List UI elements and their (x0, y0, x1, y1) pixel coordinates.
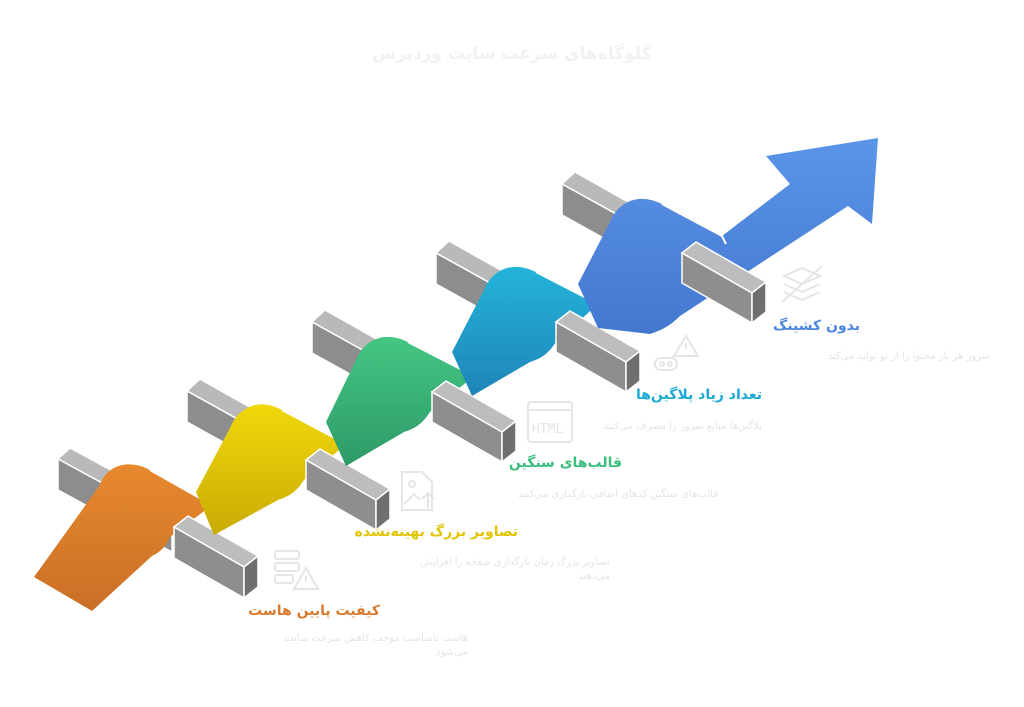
bottleneck-stage-1 (34, 447, 260, 611)
step-5-description: سرور هر بار محتوا را از نو تولید می‌کند (827, 351, 990, 362)
bottleneck-stage-2 (185, 378, 392, 535)
server-warning-icon (274, 550, 320, 590)
bottleneck-stage-3 (310, 309, 518, 466)
step-1-label: کیفیت پایین هاست (248, 603, 380, 619)
ribbon-1 (34, 464, 212, 611)
svg-text:HTML: HTML (532, 422, 563, 437)
step-3-description: قالب‌های سنگین کدهای اضافی بارگذاری می‌ک… (518, 489, 718, 500)
bottleneck-stage-4 (434, 240, 642, 396)
step-3-label: قالب‌های سنگین (508, 455, 622, 471)
bar-front-2 (304, 448, 392, 532)
ribbon-5-arrow (578, 138, 878, 334)
ribbon-3 (326, 336, 474, 466)
ribbon-2 (196, 404, 346, 535)
step-4-label: تعداد زیاد پلاگین‌ها (635, 387, 762, 403)
bar-front-1 (172, 515, 260, 600)
step-4-description: پلاگین‌ها منابع سرور را مصرف می‌کنند (603, 421, 762, 432)
bar-front-4 (554, 310, 642, 394)
html-icon: HTML (527, 401, 573, 443)
bottleneck-stage-5 (560, 138, 878, 334)
diagram-title: گلوگاه‌های سرعت سایت وردپرس (372, 44, 652, 64)
image-upload-icon (401, 471, 435, 511)
plugin-warning-icon (654, 334, 700, 371)
step-5-label: بدون کشینگ (772, 318, 860, 334)
step-2-label: تصاویر بزرگ بهینه‌نشده (354, 524, 518, 540)
step-2-description: تصاویر بزرگ زمان بارگذاری صفحه را افزایش… (420, 557, 610, 582)
step-1-description: هاست نامناسب موجب کاهش سرعت سایت می‌شود (284, 633, 468, 658)
bar-front-5 (680, 241, 768, 325)
ribbon-4 (452, 266, 598, 396)
cache-disabled-icon (781, 265, 823, 303)
bar-front-3 (430, 380, 518, 464)
